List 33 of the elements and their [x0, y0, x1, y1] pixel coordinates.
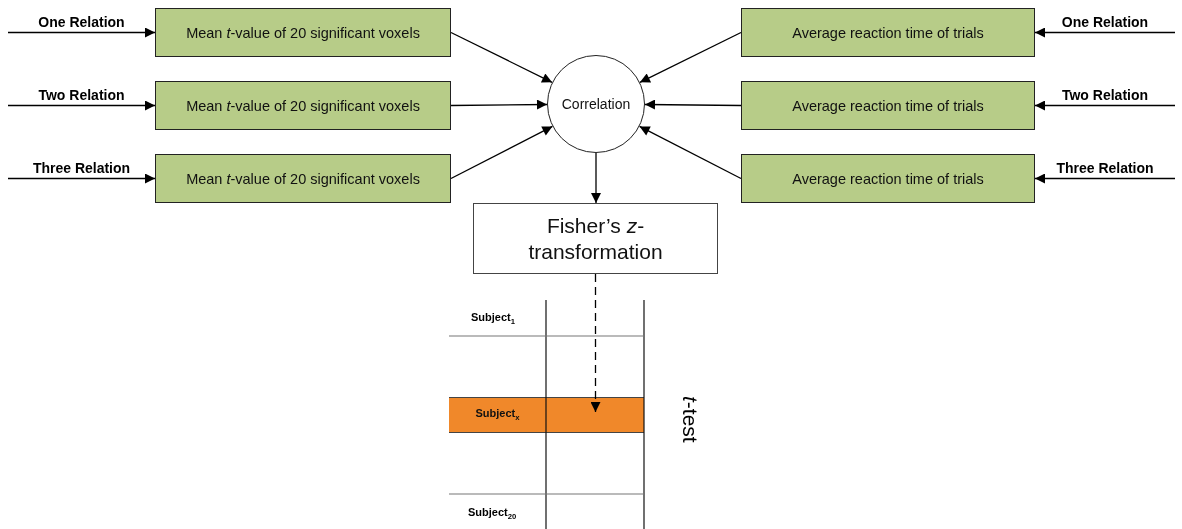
arrow [450, 31, 553, 83]
row-label: Subject$_{1}$ [471, 311, 515, 327]
arrow [591, 152, 601, 204]
edge-label: One Relation [1060, 13, 1150, 30]
process-box: Average reaction time of trials [741, 81, 1035, 130]
process-box: Mean t-value of 20 significant voxels [155, 154, 451, 203]
arrow [644, 99, 742, 110]
process-box: Mean t-value of 20 significant voxels [155, 81, 451, 130]
row-label: Subject$_{x}$ [474, 407, 521, 423]
edge-label: Two Relation [1060, 86, 1150, 103]
edge-label: One Relation [37, 13, 126, 30]
row-label: Subject$_{20}$ [468, 506, 517, 522]
arrow [450, 125, 554, 180]
edge-label: Three Relation [1055, 159, 1155, 176]
edge-label: Two Relation [37, 86, 126, 103]
correlation-circle: Correlation [547, 55, 645, 153]
arrow [450, 99, 548, 110]
arrow [638, 125, 742, 180]
arrow [590, 273, 601, 413]
process-box: Average reaction time of trials [741, 8, 1035, 57]
arrow [1034, 173, 1176, 184]
arrow [1034, 27, 1176, 38]
arrow [7, 173, 156, 184]
axis-label: t-test [678, 396, 702, 443]
highlighted-table-row [449, 397, 644, 433]
arrow [7, 27, 156, 38]
arrow [1034, 100, 1176, 111]
arrow [639, 31, 742, 83]
arrow [7, 100, 156, 111]
process-box: Fisher’s z-transformation [473, 203, 718, 274]
process-box: Mean t-value of 20 significant voxels [155, 8, 451, 57]
process-box: Average reaction time of trials [741, 154, 1035, 203]
edge-label: Three Relation [31, 159, 132, 176]
